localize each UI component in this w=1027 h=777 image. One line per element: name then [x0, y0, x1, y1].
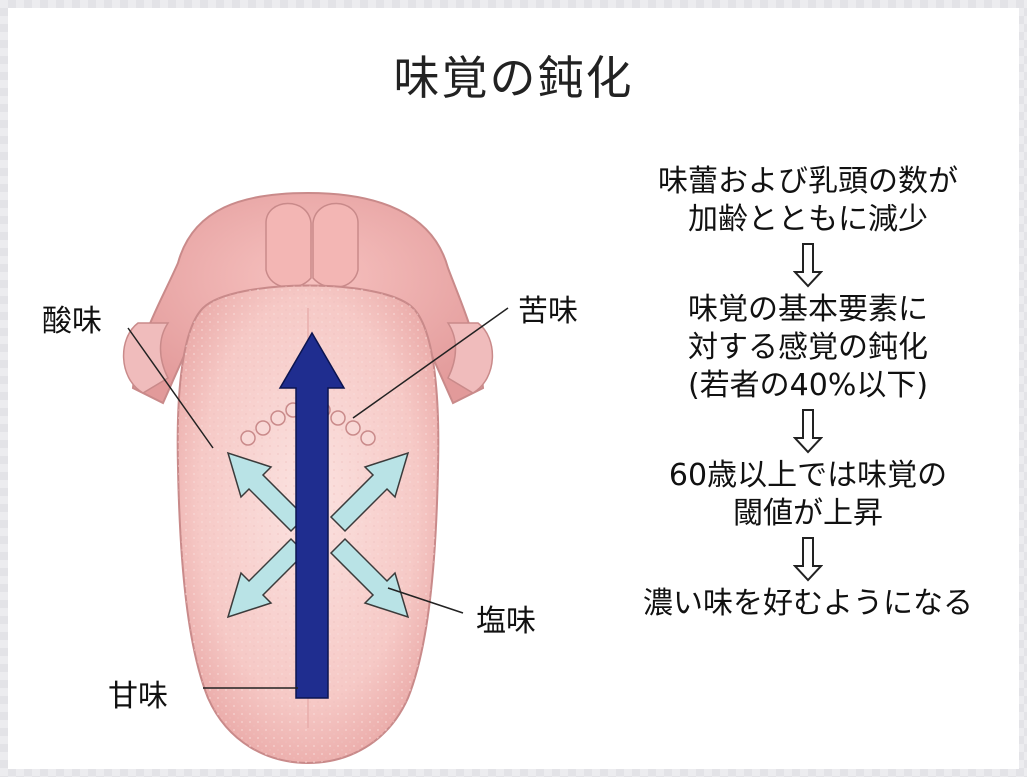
flow-step-2-line-3: (若者の40%以下) [598, 367, 1018, 405]
down-arrow-icon [598, 239, 1018, 291]
label-sour: 酸味 [42, 296, 102, 340]
flow-step-3-line-1: 60歳以上では味覚の [598, 457, 1018, 495]
slide: 味覚の鈍化 [8, 8, 1019, 769]
label-sweet: 甘味 [108, 671, 168, 715]
flow-chart: 味蕾および乳頭の数が 加齢とともに減少 味覚の基本要素に 対する感覚の鈍化 (若… [598, 163, 1018, 623]
down-arrow-icon [598, 533, 1018, 585]
flow-step-1-line-2: 加齢とともに減少 [598, 201, 1018, 239]
flow-step-4-line-1: 濃い味を好むようになる [598, 585, 1018, 623]
flow-step-2-line-1: 味覚の基本要素に [598, 291, 1018, 329]
tongue-diagram [8, 8, 608, 769]
flow-step-1-line-1: 味蕾および乳頭の数が [598, 163, 1018, 201]
flow-step-3-line-2: 閾値が上昇 [598, 495, 1018, 533]
flow-step-3: 60歳以上では味覚の 閾値が上昇 [598, 457, 1018, 533]
flow-step-2: 味覚の基本要素に 対する感覚の鈍化 (若者の40%以下) [598, 291, 1018, 405]
label-bitter: 苦味 [518, 286, 578, 330]
label-salty: 塩味 [476, 596, 536, 640]
tonsil-left [124, 323, 168, 393]
tonsil-right [448, 323, 492, 393]
flow-step-1: 味蕾および乳頭の数が 加齢とともに減少 [598, 163, 1018, 239]
uvula-right [313, 203, 358, 287]
down-arrow-icon [598, 405, 1018, 457]
uvula-left [266, 203, 311, 287]
flow-step-2-line-2: 対する感覚の鈍化 [598, 329, 1018, 367]
flow-step-4: 濃い味を好むようになる [598, 585, 1018, 623]
